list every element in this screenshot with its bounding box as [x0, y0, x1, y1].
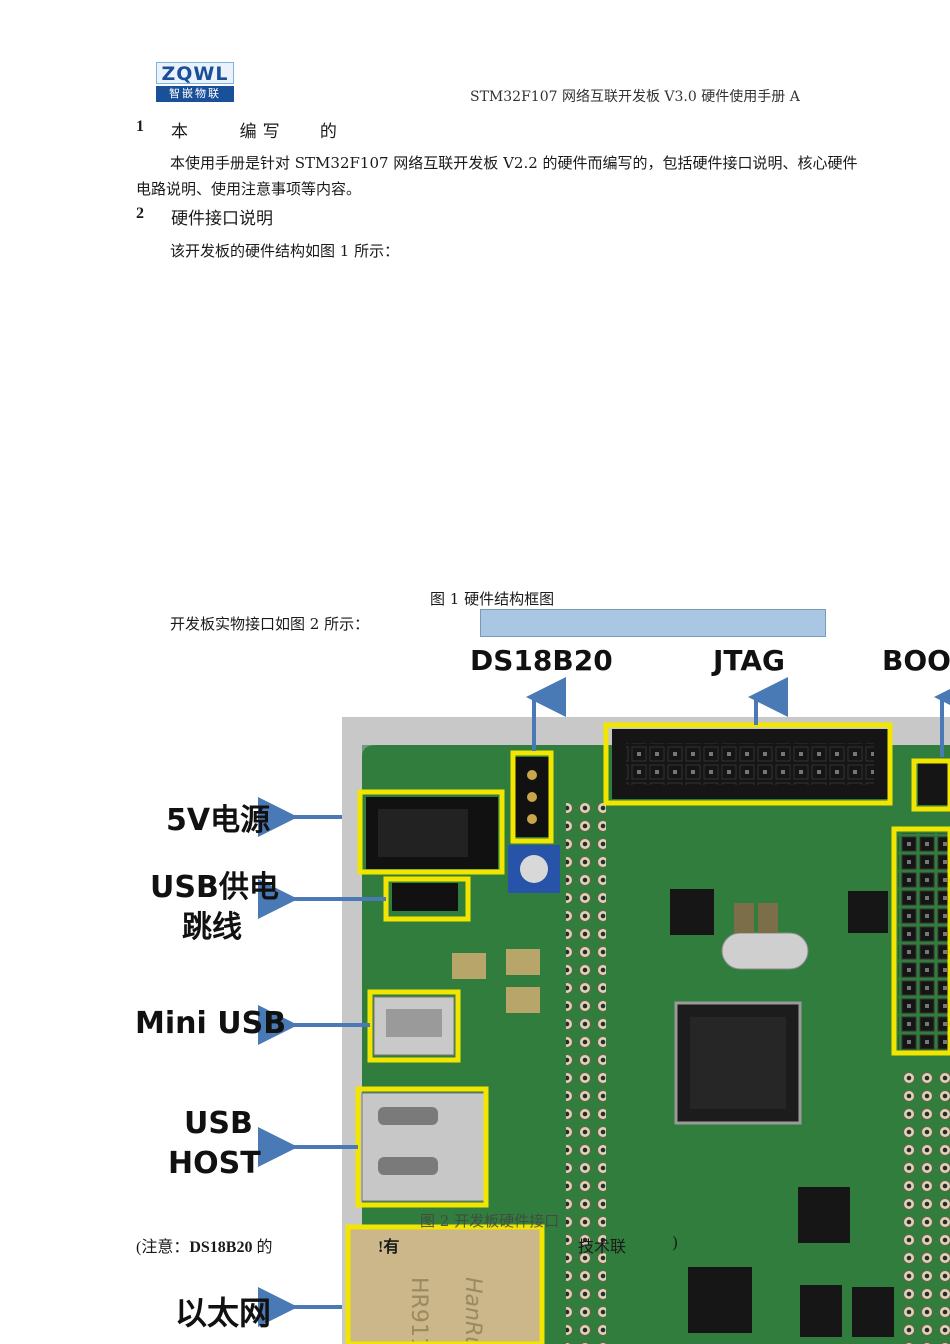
figure-placeholder-bar: [480, 609, 826, 637]
note-suffix: 的: [252, 1239, 273, 1256]
svg-text:HanRun: HanRun: [460, 1277, 485, 1344]
label-host: HOST: [168, 1146, 261, 1181]
note-end: ): [672, 1233, 679, 1252]
logo-subtext: 智嵌物联: [156, 86, 234, 102]
highlight-ethernet: [345, 1224, 545, 1344]
highlight-boot: [911, 758, 950, 812]
board-photo: HR911105 HanRun: [0, 637, 950, 1344]
board-photo-drawing: HR911105 HanRun: [258, 677, 950, 1344]
small-ic-5: [852, 1287, 894, 1337]
note-prefix: (注意：: [136, 1239, 190, 1256]
company-logo: ZQWL 智嵌物联: [156, 62, 234, 102]
section-1-paragraph: 本使用手册是针对 STM32F107 网络互联开发板 V2.2 的硬件而编写的，…: [136, 154, 858, 198]
capacitor-1: [452, 953, 486, 979]
small-ic-1: [670, 889, 714, 935]
label-boot: BOO: [882, 644, 950, 677]
capacitor-3: [506, 987, 540, 1013]
note-text: (注意：DS18B20 的: [136, 1233, 272, 1257]
logo-text: ZQWL: [156, 62, 234, 85]
boot-header: [918, 763, 950, 805]
label-jtag: JTAG: [713, 644, 785, 677]
ethernet-jack: [349, 1226, 541, 1344]
crystal: [721, 932, 809, 970]
section-2-paragraph: 该开发板的硬件结构如图 1 所示：: [170, 242, 400, 260]
note-middle: !有: [378, 1239, 400, 1256]
label-usb: USB: [184, 1106, 253, 1141]
note-bold: DS18B20: [189, 1239, 253, 1256]
svg-text:HR911105: HR911105: [406, 1277, 431, 1344]
label-usb-power-jumper: 跳线: [182, 910, 242, 945]
figure-1-caption: 图 1 硬件结构框图: [430, 590, 555, 608]
section-2-title: 硬件接口说明: [171, 209, 273, 229]
section-1-title: 本 编写 的: [171, 122, 343, 142]
highlight-ds18b20: [510, 750, 554, 844]
pointer-arrows: [258, 677, 950, 1327]
board-interface-paragraph: 开发板实物接口如图 2 所示：: [170, 615, 370, 633]
pin-column-left: [566, 803, 606, 1344]
note-right: 技术联: [578, 1237, 627, 1256]
small-ic-4: [800, 1285, 842, 1337]
label-ds18b20: DS18B20: [470, 644, 613, 677]
label-mini-usb: Mini USB: [135, 1006, 287, 1041]
label-usb-power: USB供电: [150, 870, 279, 905]
capacitor-2: [506, 949, 540, 975]
right-pin-header: [898, 833, 950, 1051]
pin-column-right: [898, 1069, 950, 1344]
highlight-jtag: [603, 722, 893, 806]
ethernet-phy-chip: [688, 1267, 752, 1333]
label-ethernet: 以太网: [175, 1294, 272, 1332]
section-2-number: 2: [136, 205, 144, 222]
figure-2-caption: 图 2 开发板硬件接口: [420, 1212, 560, 1230]
small-ic-3: [798, 1187, 850, 1243]
section-1-number: 1: [136, 118, 144, 135]
label-5v-power: 5V电源: [166, 803, 271, 838]
usb-power-jumper: [392, 883, 458, 911]
highlight-dc-jack: [357, 789, 505, 875]
small-ic-2: [848, 891, 888, 933]
document-header-title: STM32F107 网络互联开发板 V3.0 硬件使用手册 A: [470, 89, 800, 105]
highlight-right-header: [891, 826, 950, 1056]
